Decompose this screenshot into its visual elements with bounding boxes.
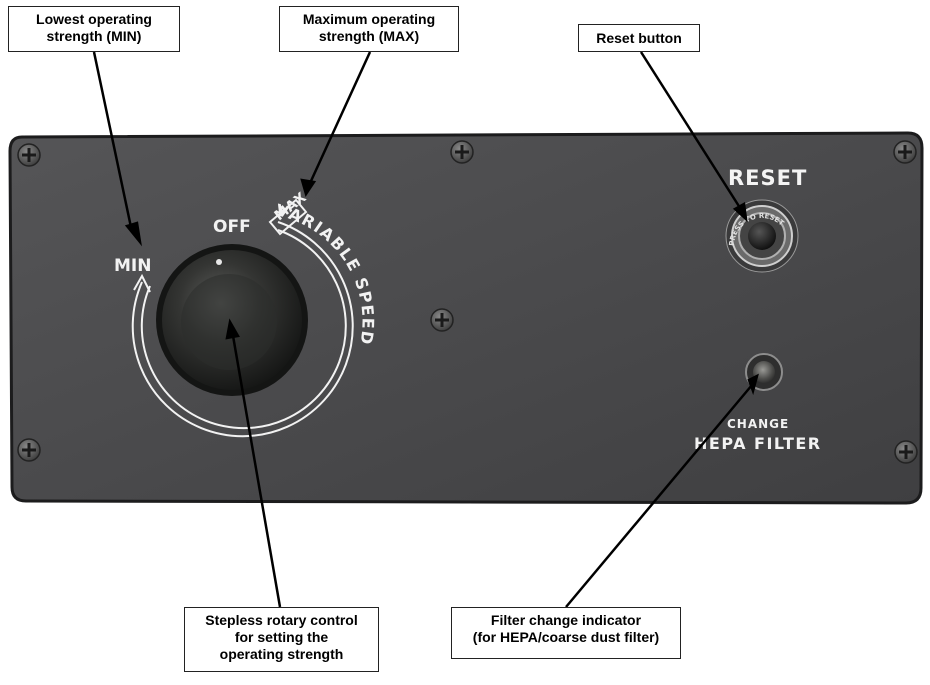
rotary-knob[interactable]	[156, 244, 308, 396]
callout-filter: Filter change indicator (for HEPA/coarse…	[451, 607, 681, 659]
panel-body	[8, 131, 924, 505]
arrow-icon	[124, 221, 142, 247]
screw-icon	[893, 140, 917, 164]
arrow-icon	[133, 273, 151, 293]
screw-icon	[430, 308, 454, 332]
pointer-knob	[230, 329, 282, 608]
arrow-icon	[747, 373, 759, 396]
arrow-icon	[732, 202, 748, 223]
callout-knob-line-1: Stepless rotary control	[205, 612, 358, 628]
screw-icon	[450, 140, 474, 164]
arrow-icon	[225, 318, 240, 340]
callout-max-line-2: strength (MAX)	[318, 28, 420, 44]
speed-scale	[131, 198, 354, 438]
callout-filter-line-1: Filter change indicator	[490, 612, 642, 628]
arrow-icon	[300, 178, 317, 197]
label-reset: RESET	[728, 166, 807, 190]
callout-min-line-2: strength (MIN)	[46, 28, 142, 44]
callout-reset: Reset button	[578, 24, 700, 52]
callout-filter-line-2: (for HEPA/coarse dust filter)	[472, 629, 660, 645]
screw-icon	[894, 440, 918, 464]
callout-reset-line-1: Reset button	[596, 30, 682, 46]
callout-knob-line-2: for setting the	[234, 629, 329, 645]
label-min: MIN	[114, 256, 151, 276]
callout-min-line-1: Lowest operating	[36, 11, 152, 27]
callout-max: Maximum operating strength (MAX)	[279, 6, 459, 52]
pointer-filter	[565, 384, 753, 608]
callout-min: Lowest operating strength (MIN)	[8, 6, 180, 52]
pointer-max	[309, 51, 372, 182]
callout-knob-line-3: operating strength	[219, 646, 344, 662]
callout-knob: Stepless rotary control for setting the …	[184, 607, 379, 672]
screw-icon	[17, 438, 41, 462]
screw-icon	[17, 143, 41, 167]
pointer-reset	[639, 51, 744, 212]
label-hepa-filter: HEPA FILTER	[694, 434, 822, 453]
label-change: CHANGE	[727, 417, 789, 431]
label-off: OFF	[213, 217, 251, 237]
callout-pointers	[92, 51, 759, 608]
pointer-min	[92, 51, 134, 233]
callout-max-line-1: Maximum operating	[302, 11, 436, 27]
